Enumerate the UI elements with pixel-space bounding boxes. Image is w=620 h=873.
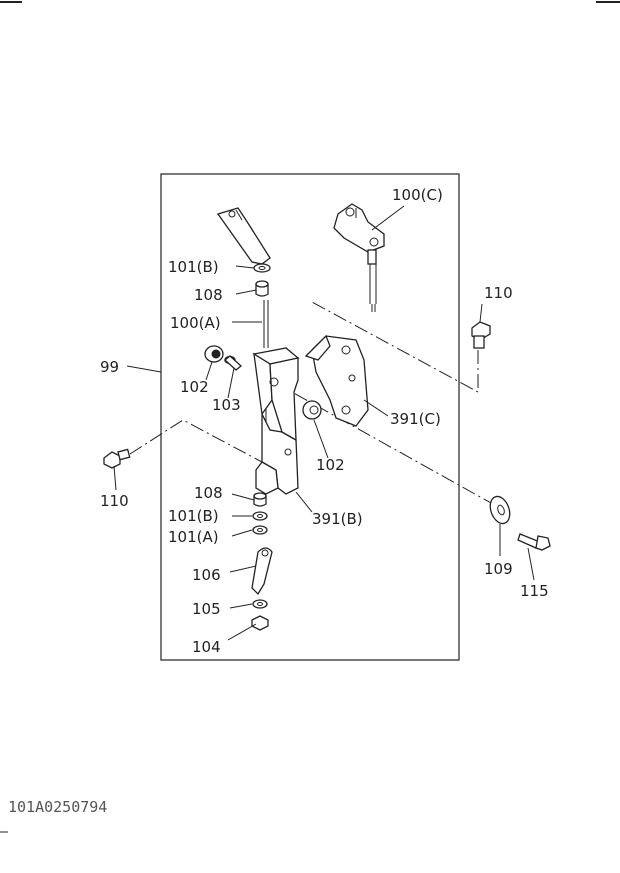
label-391c: 391(C) bbox=[390, 410, 441, 428]
label-115: 115 bbox=[520, 582, 549, 600]
label-101a: 101(A) bbox=[168, 528, 219, 546]
washer-101b-bottom bbox=[252, 511, 268, 521]
label-110-left: 110 bbox=[100, 492, 129, 510]
label-100a: 100(A) bbox=[170, 314, 221, 332]
label-102-right: 102 bbox=[316, 456, 345, 474]
label-391b: 391(B) bbox=[312, 510, 363, 528]
bolt-110-right bbox=[471, 321, 491, 349]
bolt-115 bbox=[517, 533, 551, 551]
label-105: 105 bbox=[192, 600, 221, 618]
centerline-110-left bbox=[129, 419, 263, 463]
label-102-left: 102 bbox=[180, 378, 209, 396]
lever-100a bbox=[216, 207, 271, 265]
label-108-top: 108 bbox=[194, 286, 223, 304]
bushing-108-bottom-rim bbox=[253, 492, 267, 500]
washer-109 bbox=[489, 495, 511, 525]
label-104: 104 bbox=[192, 638, 221, 656]
drawing-code: 101A0250794 bbox=[8, 798, 107, 816]
bolt-110-left bbox=[103, 448, 131, 469]
label-100c: 100(C) bbox=[392, 186, 443, 204]
washer-101b-bottom-hole bbox=[257, 514, 263, 518]
label-101b-top: 101(B) bbox=[168, 258, 219, 276]
label-99: 99 bbox=[100, 358, 119, 376]
label-103: 103 bbox=[212, 396, 241, 414]
centerline-110-right bbox=[311, 301, 479, 393]
washer-105-hole bbox=[257, 602, 263, 606]
label-106: 106 bbox=[192, 566, 221, 584]
washer-101a bbox=[252, 525, 268, 535]
label-110-right: 110 bbox=[484, 284, 513, 302]
leader-lines bbox=[113, 205, 535, 641]
lever-106 bbox=[251, 547, 273, 596]
washer-101b-top bbox=[253, 263, 271, 273]
centerline-109 bbox=[273, 381, 501, 509]
label-109: 109 bbox=[484, 560, 513, 578]
washer-101b-top-hole bbox=[258, 266, 266, 270]
bushing-108-top-rim bbox=[255, 280, 269, 288]
washer-101a-hole bbox=[257, 528, 263, 532]
label-108-bottom: 108 bbox=[194, 484, 223, 502]
bushing-102-right bbox=[302, 400, 322, 420]
label-101b-bottom: 101(B) bbox=[168, 507, 219, 525]
bushing-102-left bbox=[204, 345, 224, 363]
assembly-frame bbox=[160, 173, 460, 661]
washer-105 bbox=[252, 599, 268, 609]
pin-103 bbox=[223, 355, 243, 371]
nut-104 bbox=[251, 615, 269, 631]
bracket-391b bbox=[252, 347, 300, 495]
lever-100c bbox=[333, 203, 385, 312]
bracket-391c bbox=[304, 334, 369, 427]
